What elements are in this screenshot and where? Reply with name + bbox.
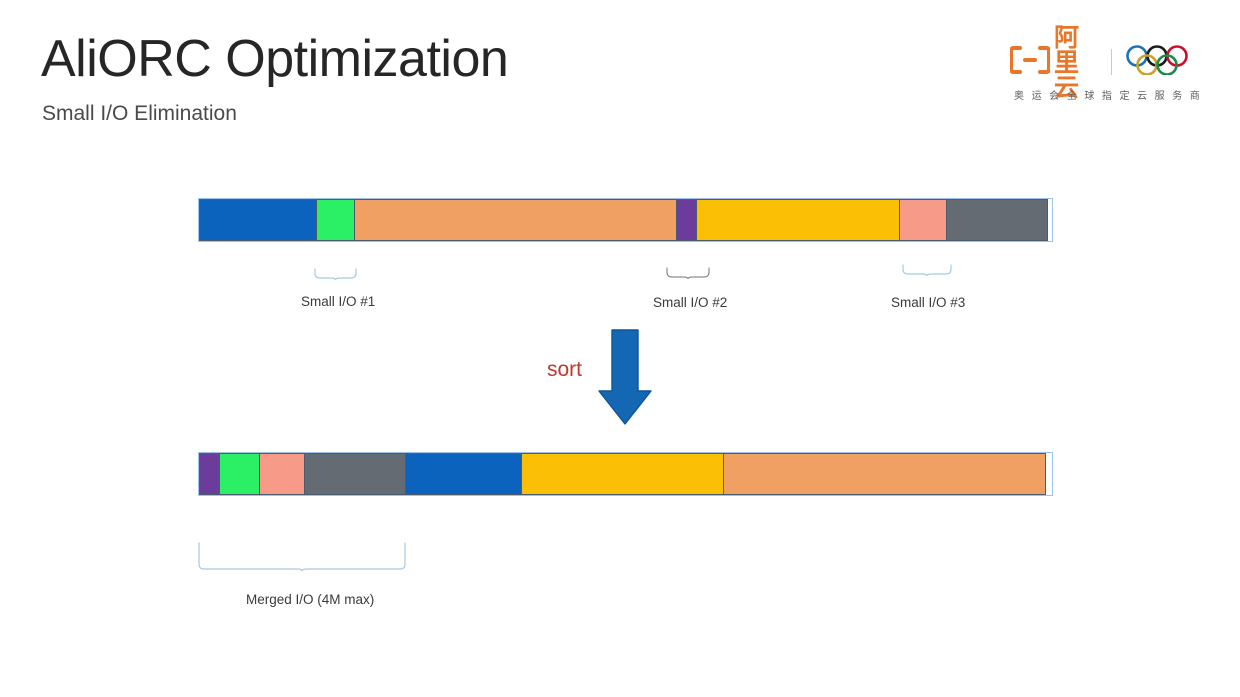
stripe-segment-blue bbox=[405, 453, 522, 495]
small-io-1-brace bbox=[314, 268, 357, 281]
stripe-segment-orange bbox=[354, 199, 677, 241]
small-io-3-brace bbox=[902, 264, 952, 277]
alibaba-cloud-logo: 阿里云 奥 运 会 全 球 指 定 云 服 务 商 bbox=[1009, 25, 1202, 106]
logo-tagline: 奥 运 会 全 球 指 定 云 服 务 商 bbox=[1014, 91, 1202, 102]
merged-io-brace bbox=[198, 542, 406, 572]
stripe-segment-purple bbox=[199, 453, 220, 495]
logo-brand-text: 阿里云 bbox=[1054, 22, 1080, 102]
stripe-segment-gray bbox=[946, 199, 1048, 241]
logo-row: 阿里云 bbox=[1009, 25, 1202, 100]
page-title: AliORC Optimization bbox=[41, 30, 509, 88]
alibaba-cloud-bracket-icon bbox=[1009, 45, 1051, 80]
page-subtitle: Small I/O Elimination bbox=[42, 102, 237, 125]
stripe-segment-yellow bbox=[521, 453, 724, 495]
merged-io-label: Merged I/O (4M max) bbox=[246, 592, 375, 607]
olympic-rings-icon bbox=[1124, 44, 1202, 80]
small-io-2-brace bbox=[666, 267, 710, 280]
stripe-segment-orange bbox=[723, 453, 1046, 495]
stripe-segment-salmon bbox=[259, 453, 305, 495]
stripe-segment-yellow bbox=[696, 199, 900, 241]
sorted-merged-stripe-after-sort bbox=[198, 452, 1053, 496]
small-io-1-label: Small I/O #1 bbox=[301, 294, 376, 309]
stripe-segment-salmon bbox=[899, 199, 947, 241]
small-io-3-label: Small I/O #3 bbox=[891, 295, 966, 310]
down-arrow-icon bbox=[598, 329, 652, 430]
logo-divider bbox=[1111, 49, 1112, 75]
logo-mark: 阿里云 bbox=[1009, 22, 1099, 102]
stripe-segment-gray bbox=[304, 453, 406, 495]
stripe-segment-purple bbox=[676, 199, 697, 241]
stripe-segment-green bbox=[316, 199, 355, 241]
stripe-segment-green bbox=[219, 453, 260, 495]
small-io-2-label: Small I/O #2 bbox=[653, 295, 728, 310]
stripe-segment-blue bbox=[199, 199, 317, 241]
unsorted-stripe-before-sort bbox=[198, 198, 1053, 242]
sort-label: sort bbox=[547, 358, 583, 381]
